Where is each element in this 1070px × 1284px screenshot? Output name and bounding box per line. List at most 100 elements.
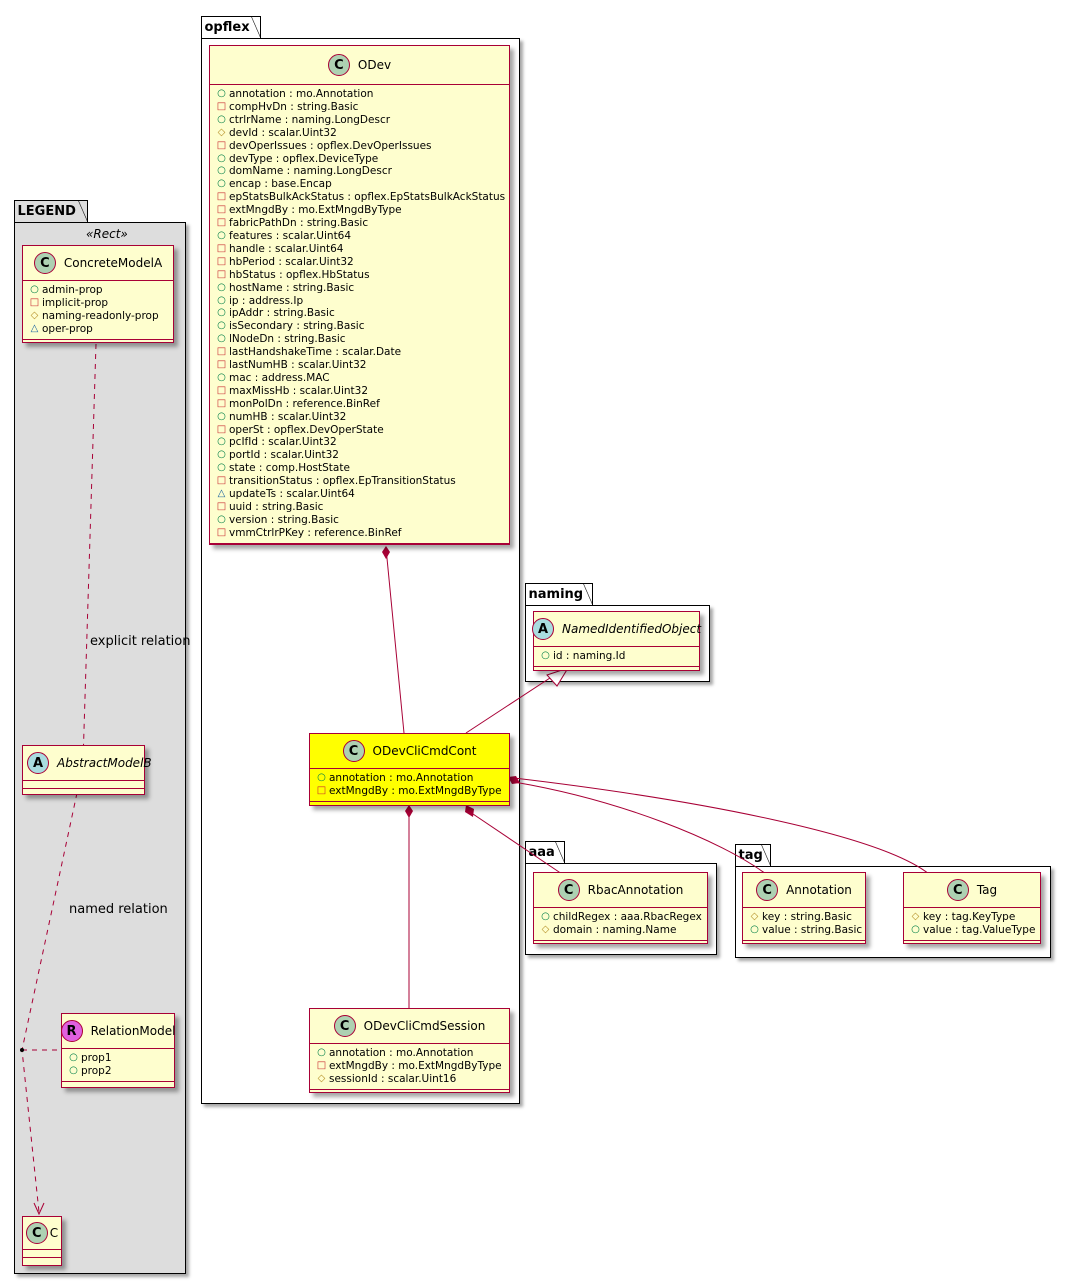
class-name: NamedIdentifiedObject bbox=[561, 622, 702, 636]
attribute-text: value : string.Basic bbox=[762, 923, 863, 936]
attribute-text: maxMissHb : scalar.Uint32 bbox=[229, 384, 369, 397]
attribute-text: transitionStatus : opflex.EpTransitionSt… bbox=[229, 475, 456, 488]
attribute-text: domain : naming.Name bbox=[553, 923, 677, 936]
class-attribute: ◇domain : naming.Name bbox=[540, 924, 701, 937]
attribute-text: handle : scalar.Uint64 bbox=[229, 242, 344, 255]
class-attribute: ○annotation : mo.Annotation bbox=[316, 1047, 503, 1060]
attribute-text: lastNumHB : scalar.Uint32 bbox=[229, 359, 367, 372]
public-visibility-icon: ○ bbox=[217, 449, 226, 461]
private-visibility-icon: □ bbox=[216, 346, 227, 358]
private-visibility-icon: □ bbox=[216, 423, 227, 435]
class-attribute: ○prop1 bbox=[68, 1052, 168, 1065]
public-visibility-icon: ○ bbox=[217, 229, 226, 241]
package-tag-tab: tag bbox=[734, 844, 771, 867]
public-visibility-icon: ○ bbox=[217, 436, 226, 448]
public-visibility-icon: ○ bbox=[217, 410, 226, 422]
class-attribute: □monPolDn : reference.BinRef bbox=[216, 398, 503, 411]
class-name: ODevCliCmdCont bbox=[372, 744, 477, 758]
private-visibility-icon: □ bbox=[216, 255, 227, 267]
class-attribute: ○features : scalar.Uint64 bbox=[216, 230, 503, 243]
class-attribute: ○version : string.Basic bbox=[216, 514, 503, 527]
class-badge-icon: C bbox=[25, 1222, 48, 1244]
public-visibility-icon: ○ bbox=[217, 307, 226, 319]
attribute-text: numHB : scalar.Uint32 bbox=[229, 410, 347, 423]
class-attribute: ○value : tag.ValueType bbox=[910, 923, 1035, 937]
class-attribute: ○ipAddr : string.Basic bbox=[216, 307, 503, 320]
attribute-text: epStatsBulkAckStatus : opflex.EpStatsBul… bbox=[229, 191, 506, 204]
class-name: ODevCliCmdSession bbox=[363, 1019, 486, 1033]
class-badge-icon: C bbox=[33, 252, 56, 274]
session-composition-diamond bbox=[405, 805, 413, 818]
class-attribute: ○isSecondary : string.Basic bbox=[216, 320, 503, 333]
class-attribute: ◇key : tag.KeyType bbox=[910, 911, 1034, 924]
class-abstract-model-b[interactable]: A AbstractModelB bbox=[22, 745, 152, 795]
private-visibility-icon: □ bbox=[216, 191, 227, 203]
attribute-text: isSecondary : string.Basic bbox=[229, 320, 365, 333]
class-attribute: □transitionStatus : opflex.EpTransitionS… bbox=[216, 475, 503, 488]
public-visibility-icon: ○ bbox=[541, 650, 550, 661]
attribute-text: state : comp.HostState bbox=[229, 462, 350, 475]
protected-visibility-icon: ◇ bbox=[541, 923, 550, 935]
class-attribute: □hbStatus : opflex.HbStatus bbox=[216, 269, 503, 282]
package-visibility-icon: △ bbox=[30, 322, 39, 334]
public-visibility-icon: ○ bbox=[217, 333, 226, 345]
class-attribute: □compHvDn : string.Basic bbox=[216, 101, 503, 114]
class-attribute: ○pcIfId : scalar.Uint32 bbox=[216, 436, 503, 449]
class-attributes: ○annotation : mo.Annotation□compHvDn : s… bbox=[210, 85, 509, 544]
attribute-text: portId : scalar.Uint32 bbox=[229, 449, 339, 462]
public-visibility-icon: ○ bbox=[911, 923, 920, 935]
private-visibility-icon: □ bbox=[216, 359, 227, 371]
class-name: RbacAnnotation bbox=[587, 883, 684, 897]
attribute-text: oper-prop bbox=[42, 322, 93, 335]
class-name: ODev bbox=[357, 58, 392, 72]
attribute-text: pcIfId : scalar.Uint32 bbox=[229, 436, 337, 449]
class-attribute: ○childRegex : aaa.RbacRegex bbox=[540, 911, 702, 924]
class-attribute: □implicit-prop bbox=[29, 297, 167, 310]
class-attribute: ○annotation : mo.Annotation bbox=[316, 772, 503, 785]
private-visibility-icon: □ bbox=[216, 526, 227, 538]
public-visibility-icon: ○ bbox=[217, 281, 226, 293]
private-visibility-icon: □ bbox=[216, 204, 227, 216]
attribute-text: key : string.Basic bbox=[762, 911, 852, 923]
attribute-text: annotation : mo.Annotation bbox=[329, 1047, 474, 1059]
public-visibility-icon: ○ bbox=[217, 165, 226, 177]
class-name: AbstractModelB bbox=[57, 756, 152, 770]
class-attribute: □handle : scalar.Uint64 bbox=[216, 243, 503, 256]
private-visibility-icon: □ bbox=[29, 296, 40, 308]
class-odev[interactable]: C ODev ○annotation : mo.Annotation□compHv… bbox=[209, 45, 510, 545]
class-attributes: ○childRegex : aaa.RbacRegex◇domain : nam… bbox=[534, 908, 707, 941]
class-attribute: ○lNodeDn : string.Basic bbox=[216, 333, 503, 346]
package-opflex-tab: opflex bbox=[200, 16, 261, 39]
class-attribute: □hbPeriod : scalar.Uint32 bbox=[216, 256, 503, 269]
class-attribute: □maxMissHb : scalar.Uint32 bbox=[216, 385, 503, 398]
private-visibility-icon: □ bbox=[216, 217, 227, 229]
private-visibility-icon: □ bbox=[216, 268, 227, 280]
class-attribute: ○state : comp.HostState bbox=[216, 462, 503, 475]
class-badge-icon: C bbox=[327, 54, 350, 76]
class-attribute: □extMngdBy : mo.ExtMngdByType bbox=[316, 1060, 503, 1073]
public-visibility-icon: ○ bbox=[317, 772, 326, 783]
class-attribute: ○hostName : string.Basic bbox=[216, 282, 503, 295]
package-visibility-icon: △ bbox=[217, 488, 226, 500]
public-visibility-icon: ○ bbox=[541, 911, 550, 922]
private-visibility-icon: □ bbox=[216, 397, 227, 409]
rbac-composition-line bbox=[469, 811, 563, 875]
attribute-text: devType : opflex.DeviceType bbox=[229, 152, 379, 165]
abstract-badge-icon: A bbox=[27, 752, 49, 774]
public-visibility-icon: ○ bbox=[217, 294, 226, 306]
private-visibility-icon: □ bbox=[216, 139, 227, 151]
public-visibility-icon: ○ bbox=[217, 513, 226, 525]
class-attribute: ○devType : opflex.DeviceType bbox=[216, 153, 503, 166]
public-visibility-icon: ○ bbox=[217, 462, 226, 474]
tag-composition-line bbox=[513, 777, 930, 875]
class-attribute: □extMngdBy : mo.ExtMngdByType bbox=[216, 204, 503, 217]
